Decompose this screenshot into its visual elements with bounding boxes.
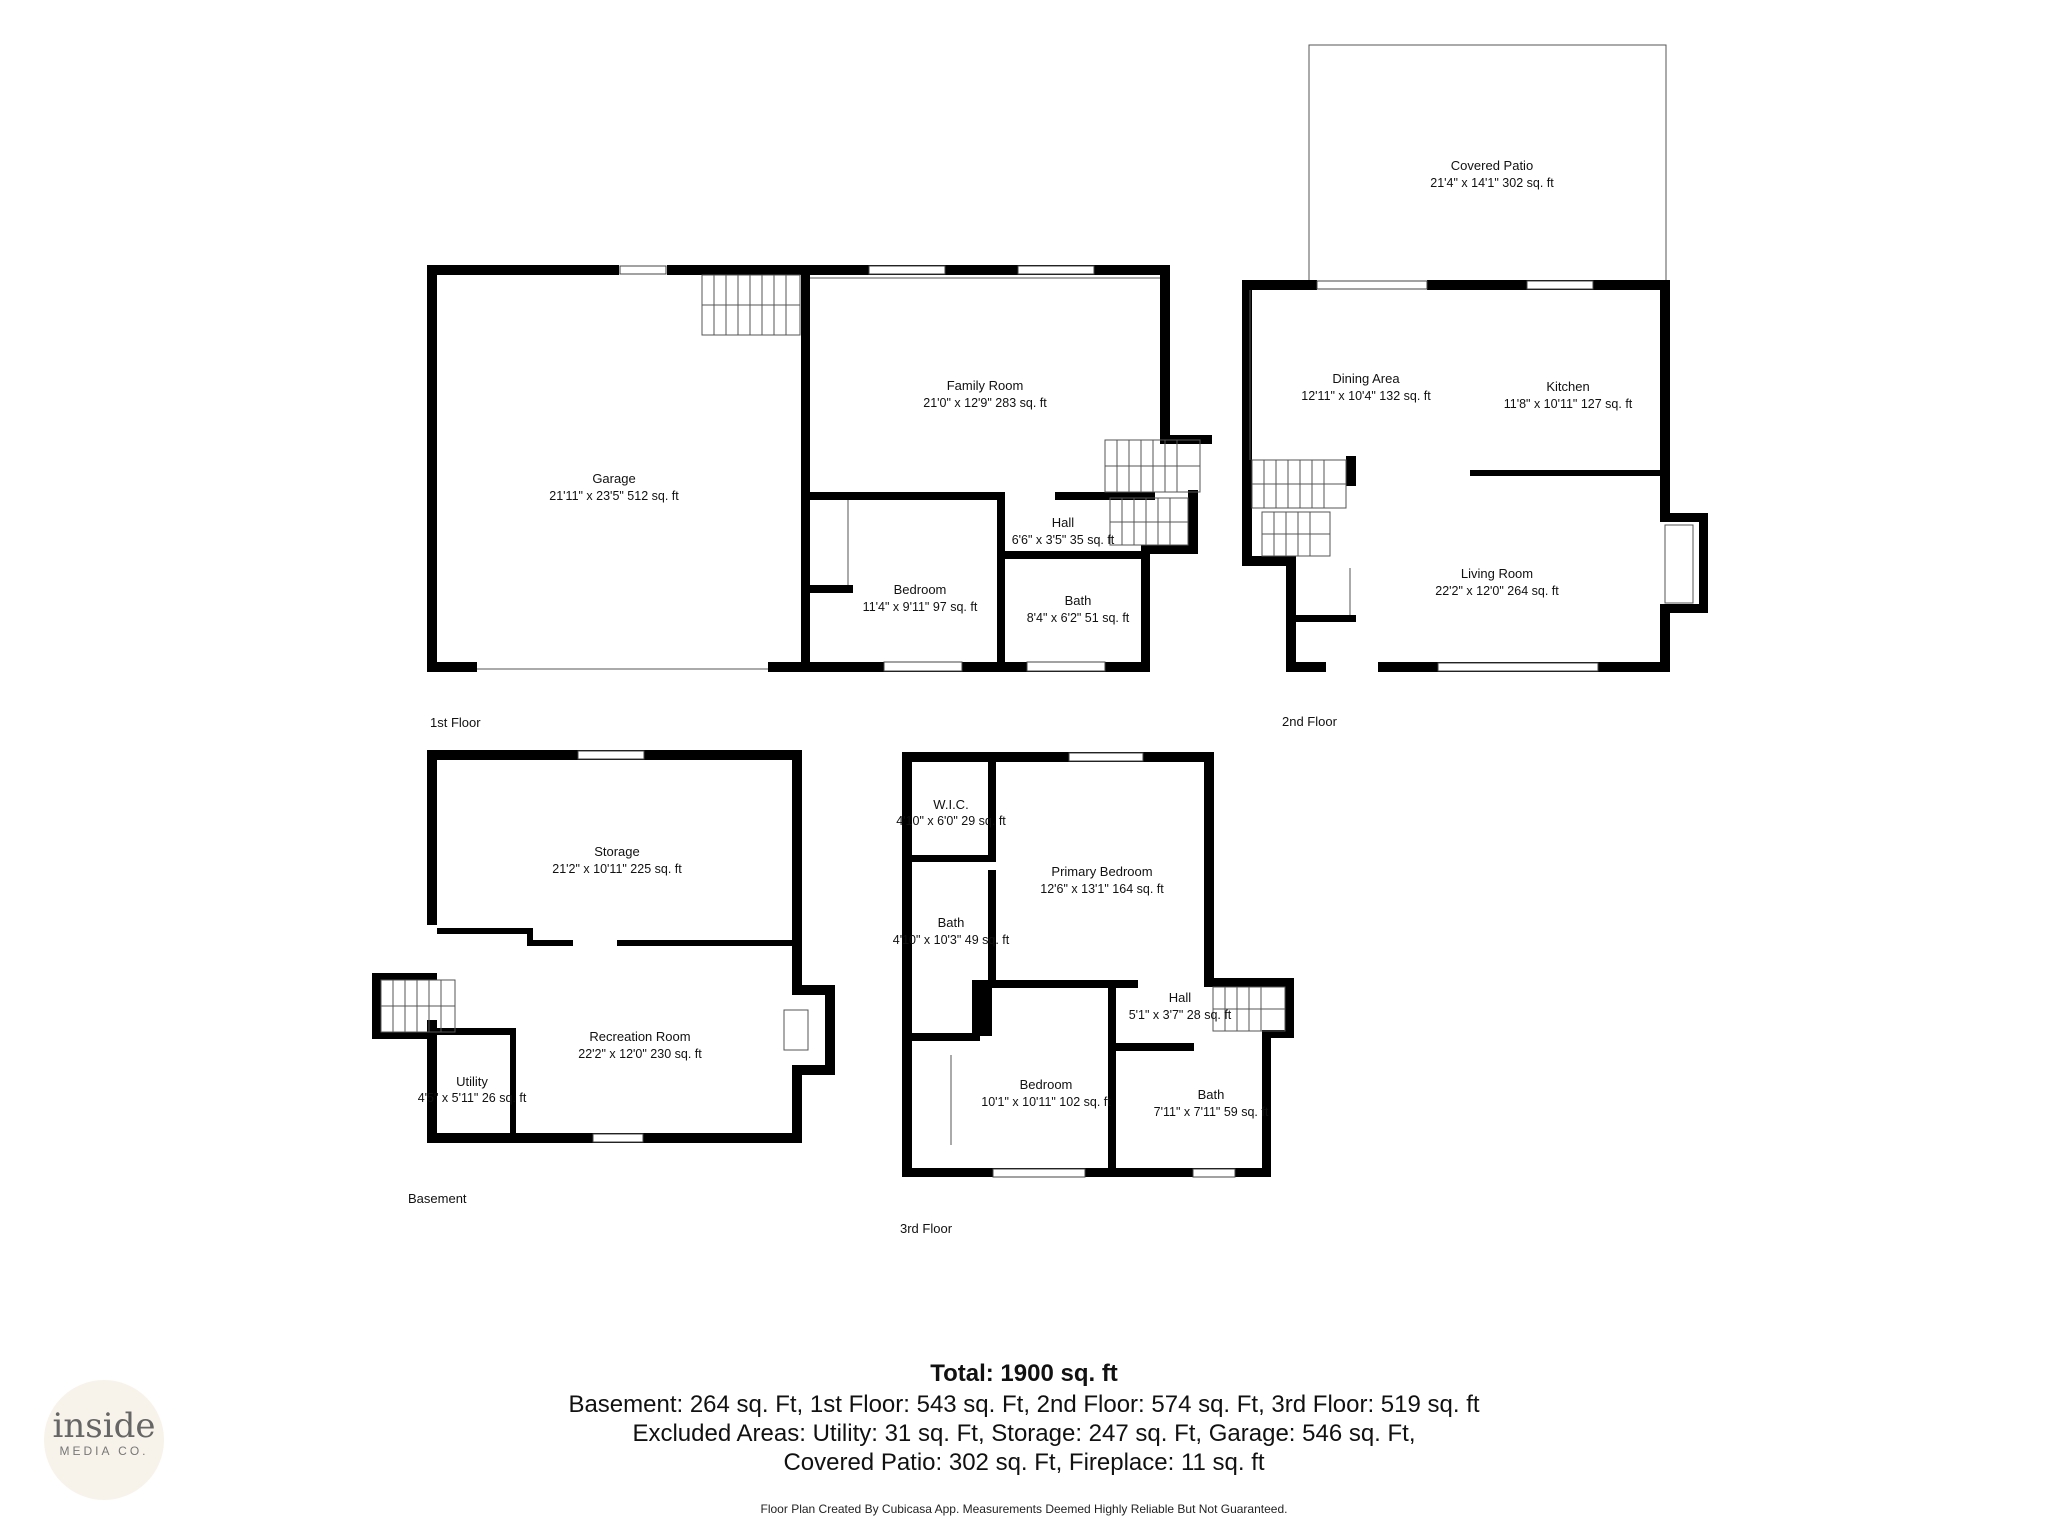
room-garage: Garage 21'11" x 23'5" 512 sq. ft [549, 471, 679, 503]
room-bedroom-third-floor: Bedroom 10'1" x 10'11" 102 sq. ft [981, 1077, 1111, 1109]
third-floor-plan [902, 752, 1294, 1178]
room-dimensions: 21'4" x 14'1" 302 sq. ft [1430, 176, 1554, 190]
room-utility: Utility 4'5" x 5'11" 26 sq. ft [418, 1074, 527, 1105]
room-dimensions: 4'10" x 6'0" 29 sq. ft [896, 814, 1006, 828]
room-bath-first-floor: Bath 8'4" x 6'2" 51 sq. ft [1027, 593, 1130, 625]
basement-plan [372, 750, 835, 1143]
room-name: Storage [594, 844, 640, 859]
room-recreation-room: Recreation Room 22'2" x 12'0" 230 sq. ft [578, 1029, 702, 1061]
room-hall-third-floor: Hall 5'1" x 3'7" 28 sq. ft [1129, 990, 1232, 1022]
logo-brand: inside [52, 1406, 156, 1446]
room-name: Garage [592, 471, 635, 486]
room-dimensions: 4'5" x 5'11" 26 sq. ft [418, 1091, 527, 1105]
room-name: Utility [456, 1074, 488, 1089]
room-name: Covered Patio [1451, 158, 1533, 173]
room-dimensions: 4'10" x 10'3" 49 sq. ft [893, 933, 1010, 947]
room-name: Dining Area [1332, 371, 1400, 386]
room-dimensions: 12'6" x 13'1" 164 sq. ft [1040, 882, 1164, 896]
room-dining-area: Dining Area 12'11" x 10'4" 132 sq. ft [1301, 371, 1431, 403]
room-dimensions: 22'2" x 12'0" 264 sq. ft [1435, 584, 1559, 598]
room-name: Recreation Room [589, 1029, 690, 1044]
room-name: Bedroom [894, 582, 947, 597]
room-dimensions: 22'2" x 12'0" 230 sq. ft [578, 1047, 702, 1061]
room-bath-third-floor-a: Bath 4'10" x 10'3" 49 sq. ft [893, 915, 1010, 947]
room-name: Family Room [947, 378, 1024, 393]
room-name: Bath [938, 915, 965, 930]
room-bedroom-first-floor: Bedroom 11'4" x 9'11" 97 sq. ft [863, 582, 978, 614]
room-primary-bedroom: Primary Bedroom 12'6" x 13'1" 164 sq. ft [1040, 864, 1164, 896]
room-kitchen: Kitchen 11'8" x 10'11" 127 sq. ft [1504, 379, 1633, 411]
room-name: Kitchen [1546, 379, 1589, 394]
room-name: Hall [1169, 990, 1192, 1005]
room-storage: Storage 21'2" x 10'11" 225 sq. ft [552, 844, 682, 876]
excluded-areas: Excluded Areas: Utility: 31 sq. Ft, Stor… [632, 1420, 1416, 1447]
room-dimensions: 11'8" x 10'11" 127 sq. ft [1504, 397, 1633, 411]
room-hall-first-floor: Hall 6'6" x 3'5" 35 sq. ft [1012, 515, 1115, 547]
room-name: Bath [1198, 1087, 1225, 1102]
room-name: W.I.C. [933, 797, 968, 812]
total-area: Total: 1900 sq. ft [930, 1360, 1118, 1387]
room-dimensions: 11'4" x 9'11" 97 sq. ft [863, 600, 978, 614]
room-dimensions: 21'2" x 10'11" 225 sq. ft [552, 862, 682, 876]
area-summary: Total: 1900 sq. ft Basement: 264 sq. Ft,… [0, 1358, 2048, 1477]
excluded-areas-continued: Covered Patio: 302 sq. Ft, Fireplace: 11… [783, 1449, 1265, 1476]
first-floor-plan [427, 265, 1212, 672]
room-dimensions: 10'1" x 10'11" 102 sq. ft [981, 1095, 1111, 1109]
room-dimensions: 12'11" x 10'4" 132 sq. ft [1301, 389, 1431, 403]
room-name: Living Room [1461, 566, 1533, 581]
room-living-room: Living Room 22'2" x 12'0" 264 sq. ft [1435, 566, 1559, 598]
room-name: Bedroom [1020, 1077, 1073, 1092]
room-dimensions: 5'1" x 3'7" 28 sq. ft [1129, 1008, 1232, 1022]
first-floor-label: 1st Floor [430, 715, 481, 730]
floor-areas: Basement: 264 sq. Ft, 1st Floor: 543 sq.… [568, 1391, 1480, 1418]
room-dimensions: 8'4" x 6'2" 51 sq. ft [1027, 611, 1130, 625]
logo-subtitle: MEDIA CO. [59, 1444, 149, 1458]
second-floor-plan [1242, 44, 1708, 672]
room-name: Bath [1065, 593, 1092, 608]
room-family-room: Family Room 21'0" x 12'9" 283 sq. ft [923, 378, 1047, 410]
basement-label: Basement [408, 1191, 467, 1206]
room-name: Hall [1052, 515, 1075, 530]
third-floor-label: 3rd Floor [900, 1221, 953, 1236]
room-dimensions: 7'11" x 7'11" 59 sq. ft [1154, 1105, 1269, 1119]
room-dimensions: 6'6" x 3'5" 35 sq. ft [1012, 533, 1115, 547]
disclaimer: Floor Plan Created By Cubicasa App. Meas… [760, 1502, 1288, 1516]
room-name: Primary Bedroom [1051, 864, 1152, 879]
room-walk-in-closet: W.I.C. 4'10" x 6'0" 29 sq. ft [896, 797, 1006, 828]
inside-media-logo: inside MEDIA CO. [44, 1380, 164, 1500]
second-floor-label: 2nd Floor [1282, 714, 1338, 729]
room-covered-patio: Covered Patio 21'4" x 14'1" 302 sq. ft [1430, 158, 1554, 190]
room-dimensions: 21'11" x 23'5" 512 sq. ft [549, 489, 679, 503]
room-dimensions: 21'0" x 12'9" 283 sq. ft [923, 396, 1047, 410]
room-bath-third-floor-b: Bath 7'11" x 7'11" 59 sq. ft [1154, 1087, 1269, 1119]
